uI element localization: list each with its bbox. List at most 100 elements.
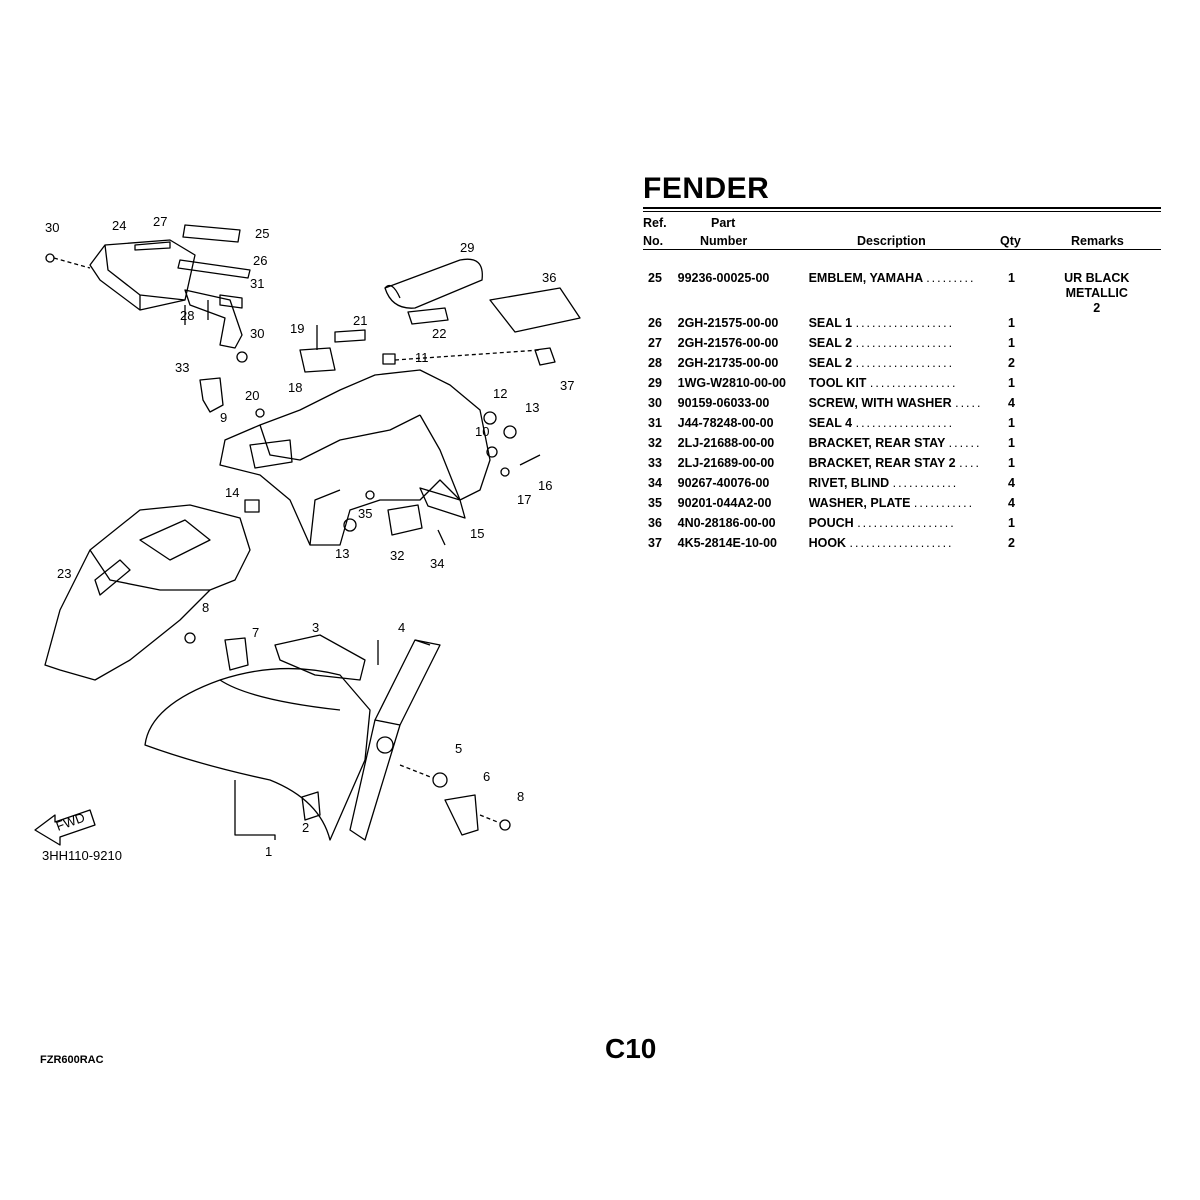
svg-text:31: 31 <box>250 276 264 291</box>
ref-number: 31 <box>648 416 662 430</box>
part-description: BRACKET, REAR STAY 2 .... <box>809 456 1008 476</box>
header-remarks: Remarks <box>1071 234 1124 248</box>
header-part-line1: Part <box>711 216 736 230</box>
title-rule-thin <box>643 211 1161 212</box>
description-text: HOOK <box>808 536 847 550</box>
part-number: 90267-40076-00 <box>677 476 770 490</box>
svg-text:1: 1 <box>265 844 272 859</box>
part-description: POUCH .................. <box>809 516 1008 536</box>
ref-number: 35 <box>648 496 662 510</box>
description-text: SEAL 1 <box>808 316 853 330</box>
leader-dots: ................... <box>849 536 954 550</box>
part-29-tool-kit <box>384 258 483 309</box>
remarks <box>1033 396 1161 416</box>
part-number: 2GH-21735-00-00 <box>677 356 779 370</box>
header-ref-line1: Ref. <box>643 216 667 230</box>
remarks <box>1033 416 1161 436</box>
ref-number: 26 <box>648 316 662 330</box>
svg-text:9: 9 <box>220 410 227 425</box>
part-3-plate <box>274 634 366 681</box>
part-number: 99236-00025-00 <box>677 271 770 285</box>
svg-text:29: 29 <box>460 240 474 255</box>
remarks <box>1033 496 1161 516</box>
part-description: SEAL 1 .................. <box>809 316 1008 336</box>
remarks <box>1033 316 1161 336</box>
svg-text:4: 4 <box>398 620 405 635</box>
part-26-seal <box>177 259 251 279</box>
svg-text:12: 12 <box>493 386 507 401</box>
part-number: 90201-044A2-00 <box>677 496 772 510</box>
remarks <box>1033 536 1161 556</box>
leader-dots: ...... <box>948 436 982 450</box>
svg-text:17: 17 <box>517 492 531 507</box>
description-text: SCREW, WITH WASHER <box>808 396 952 410</box>
svg-text:21: 21 <box>353 313 367 328</box>
ref-number: 37 <box>648 536 662 550</box>
part-27-seal <box>134 241 171 251</box>
svg-text:32: 32 <box>390 548 404 563</box>
table-row: 30 90159-06033-00 SCREW, WITH WASHER .....… <box>643 396 1161 416</box>
svg-text:8: 8 <box>517 789 524 804</box>
part-number: 1WG-W2810-00-00 <box>677 376 786 390</box>
part-1-front-fender <box>144 667 371 841</box>
svg-text:23: 23 <box>57 566 71 581</box>
description-text: BRACKET, REAR STAY <box>808 436 946 450</box>
svg-text:26: 26 <box>253 253 267 268</box>
remarks-line1: UR BLACK METALLIC <box>1064 271 1130 300</box>
part-22-pad <box>407 307 449 325</box>
description-text: RIVET, BLIND <box>808 476 890 490</box>
part-number: 90159-06033-00 <box>677 396 770 410</box>
svg-text:33: 33 <box>175 360 189 375</box>
quantity: 1 <box>1007 516 1015 530</box>
leader-dots: .................. <box>857 516 956 530</box>
leader-dots: ..... <box>955 396 983 410</box>
quantity: 2 <box>1007 356 1015 370</box>
part-number: 2LJ-21689-00-00 <box>677 456 775 470</box>
quantity: 4 <box>1007 396 1015 410</box>
header-description: Description <box>857 234 926 248</box>
part-31-seal <box>219 294 243 309</box>
svg-text:30: 30 <box>250 326 264 341</box>
svg-text:3: 3 <box>312 620 319 635</box>
svg-text:6: 6 <box>483 769 490 784</box>
part-33-bracket <box>199 377 224 413</box>
ref-number: 27 <box>648 336 662 350</box>
ref-number: 30 <box>648 396 662 410</box>
svg-text:15: 15 <box>470 526 484 541</box>
leader-dots: .... <box>959 456 981 470</box>
leader-dots: ................ <box>869 376 958 390</box>
front-fork <box>374 639 441 726</box>
svg-text:20: 20 <box>245 388 259 403</box>
part-25-emblem <box>182 224 241 243</box>
part-description: BRACKET, REAR STAY ...... <box>809 436 1008 456</box>
part-32-bracket <box>387 504 423 536</box>
svg-text:2: 2 <box>302 820 309 835</box>
diagram-code: 3HH110-9210 <box>42 848 122 863</box>
callout-labels: 30 24 27 25 26 31 28 30 33 20 9 19 21 18… <box>45 214 574 859</box>
leader-dots: .................. <box>855 356 955 370</box>
svg-text:18: 18 <box>288 380 302 395</box>
remarks <box>1033 376 1161 396</box>
part-description: SEAL 2 .................. <box>809 356 1008 376</box>
quantity: 1 <box>1007 436 1015 450</box>
svg-text:37: 37 <box>560 378 574 393</box>
part-6-bracket <box>444 794 479 836</box>
part-description: EMBLEM, YAMAHA ......... <box>809 271 1008 316</box>
quantity: 4 <box>1007 496 1015 510</box>
header-ref-line2: No. <box>643 234 664 248</box>
svg-text:24: 24 <box>112 218 126 233</box>
part-number: 4N0-28186-00-00 <box>677 516 776 530</box>
quantity: 1 <box>1007 456 1015 470</box>
part-description: SCREW, WITH WASHER ..... <box>809 396 1008 416</box>
page-code: C10 <box>605 1033 657 1064</box>
svg-text:10: 10 <box>475 424 489 439</box>
fwd-label: FWD <box>54 810 87 834</box>
svg-text:7: 7 <box>252 625 259 640</box>
page-title: FENDER <box>643 172 770 205</box>
